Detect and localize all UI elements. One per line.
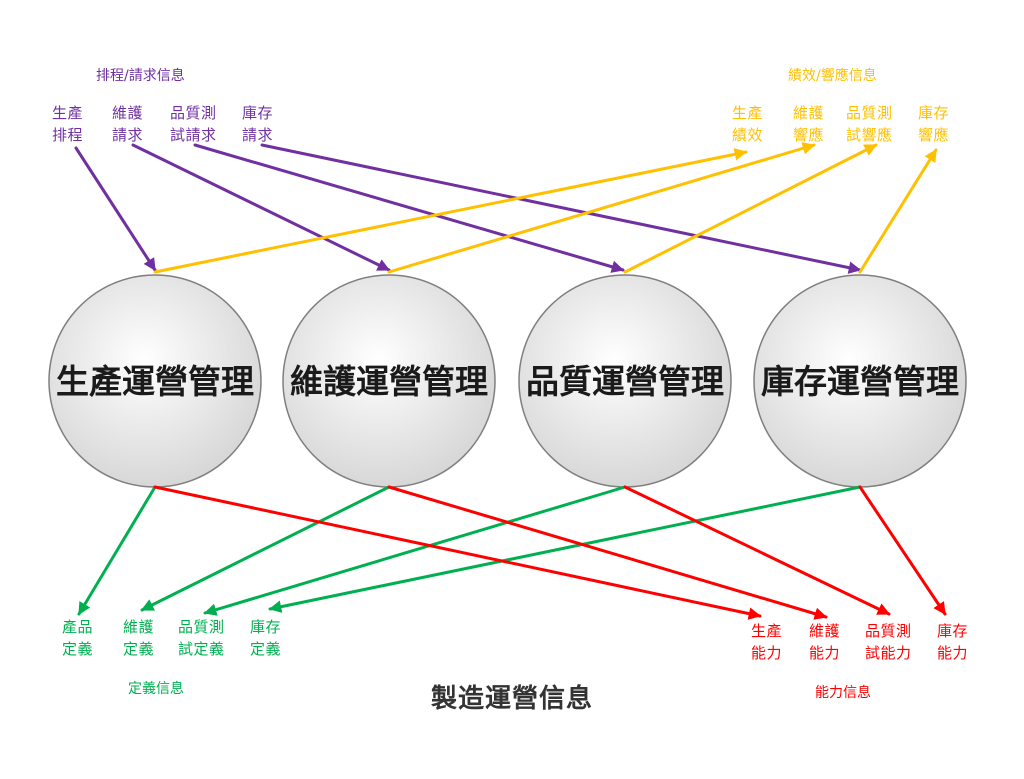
label-inventory-capability: 庫存能力: [937, 622, 969, 662]
label-maintenance-capability: 維護能力: [809, 622, 841, 662]
arrow-production-performance: [153, 148, 748, 274]
arrow-quality-test-request: [193, 143, 625, 273]
capability-info-title: 能力信息: [815, 685, 871, 701]
arrow-inventory-capability: [858, 485, 947, 616]
label-maintenance-definition: 維護定義: [123, 618, 155, 658]
arrow-production-capability: [153, 485, 762, 620]
circle-inventory-operations: 庫存運營管理: [753, 274, 967, 488]
label-inventory-request: 庫存請求: [242, 104, 274, 144]
label-production-performance: 生產績效: [732, 104, 764, 144]
circles-layer: 生產運營管理維護運營管理品質運營管理庫存運營管理: [48, 274, 967, 488]
arrow-maintenance-request: [131, 143, 391, 272]
label-inventory-definition: 庫存定義: [250, 618, 282, 658]
arrow-production-schedule: [74, 146, 157, 272]
arrow-product-definition: [77, 485, 157, 616]
label-maintenance-request: 維護請求: [112, 104, 144, 144]
arrows-layer: [74, 142, 947, 620]
arrow-quality-test-definition: [203, 485, 627, 616]
label-production-schedule: 生產排程: [52, 104, 84, 144]
circle-label: 品質運營管理: [526, 362, 724, 401]
circle-quality-operations: 品質運營管理: [518, 274, 732, 488]
label-quality-test-capability: 品質測試能力: [865, 622, 912, 662]
arrow-quality-test-capability: [623, 485, 891, 616]
arrow-maintenance-capability: [387, 485, 828, 620]
label-inventory-response: 庫存響應: [918, 104, 950, 144]
label-maintenance-response: 維護響應: [793, 104, 825, 144]
circle-production-operations: 生產運營管理: [48, 274, 262, 488]
circle-label: 維護運營管理: [290, 362, 488, 401]
arrow-quality-test-response: [623, 143, 878, 274]
label-product-definition: 產品定義: [62, 618, 94, 658]
request-info-title: 排程/請求信息: [96, 68, 185, 84]
arrow-maintenance-response: [387, 142, 816, 274]
diagram-title: 製造運營信息: [430, 684, 593, 714]
response-info-title: 績效/響應信息: [788, 68, 877, 84]
arrow-inventory-response: [858, 148, 938, 274]
arrow-maintenance-definition: [140, 485, 391, 612]
label-quality-test-definition: 品質測試定義: [178, 618, 225, 658]
arrow-inventory-definition: [268, 485, 862, 613]
label-production-capability: 生產能力: [751, 622, 783, 662]
label-quality-test-response: 品質測試響應: [846, 104, 893, 144]
label-quality-test-request: 品質測試請求: [170, 104, 217, 144]
circle-label: 庫存運營管理: [761, 362, 959, 401]
circle-label: 生產運營管理: [56, 362, 254, 401]
arrow-inventory-request: [260, 143, 862, 274]
circle-maintenance-operations: 維護運營管理: [282, 274, 496, 488]
definition-info-title: 定義信息: [128, 681, 184, 697]
